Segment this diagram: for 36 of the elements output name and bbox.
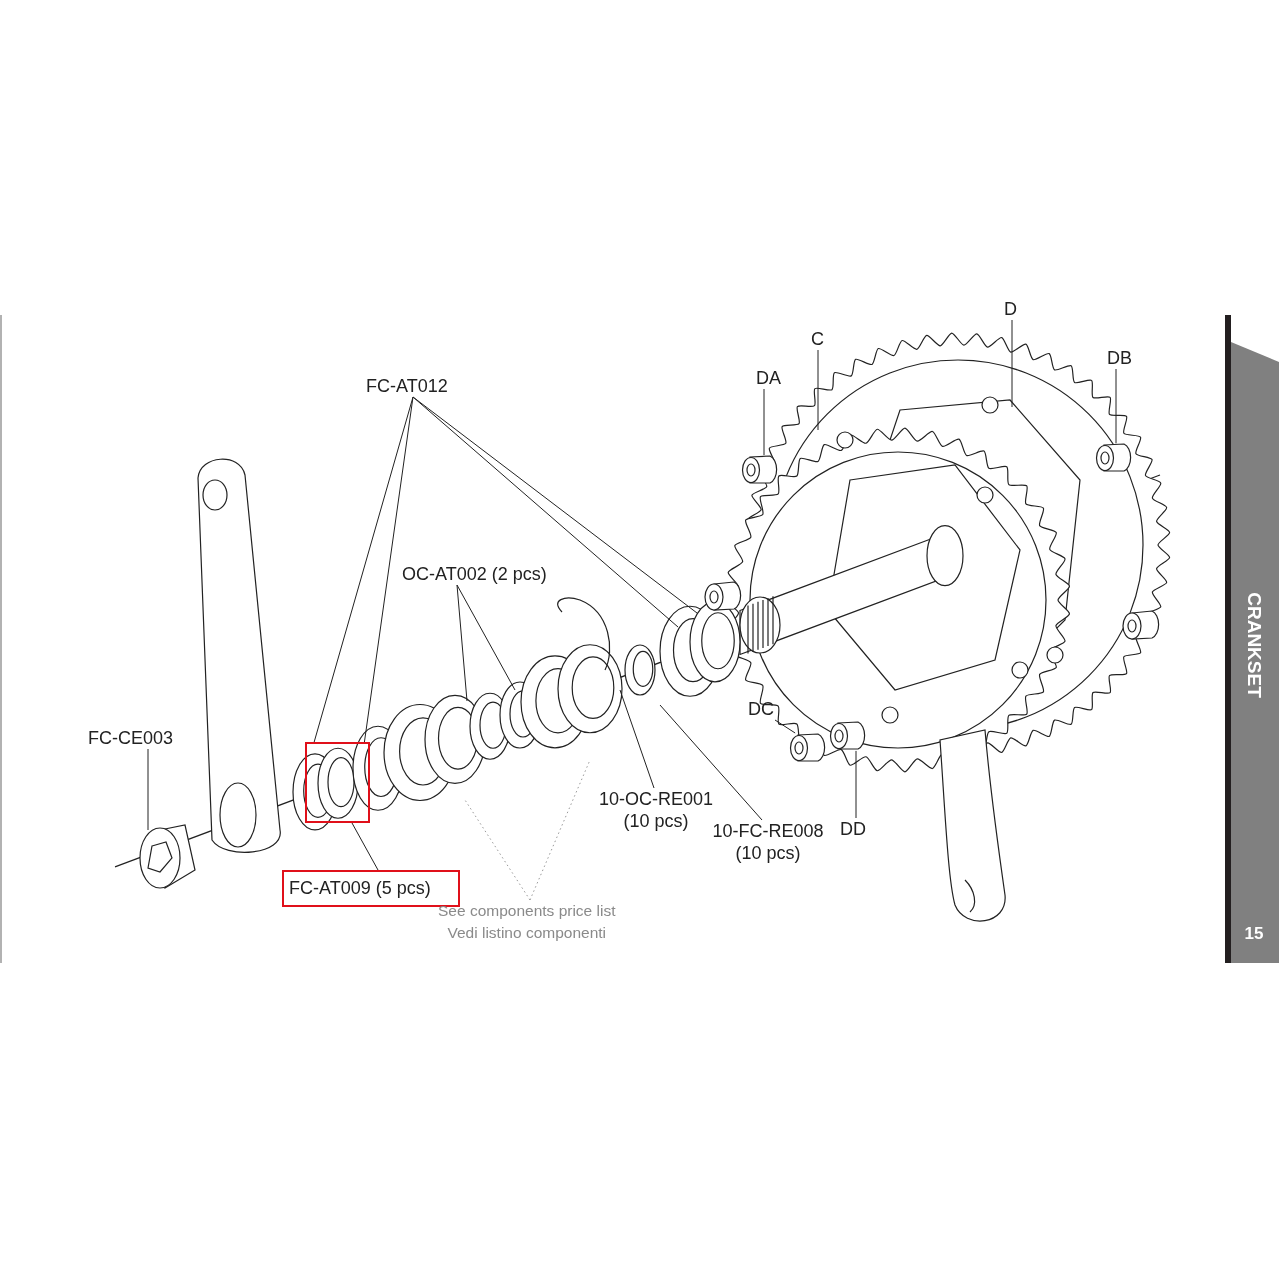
part-number-label: FC-AT009 (5 pcs): [289, 877, 432, 899]
leader-line: [1115, 368, 1117, 444]
leader-line: [529, 759, 591, 901]
leader-line: [774, 719, 796, 734]
leader-line: [659, 704, 763, 821]
leader-line: [456, 584, 468, 702]
part-letter-label: D: [1004, 298, 1017, 320]
leader-line: [147, 748, 149, 831]
bolt-drawing: [789, 733, 828, 763]
part-number-label: OC-AT002 (2 pcs): [402, 563, 547, 585]
part-number-label: FC-CE003: [88, 727, 174, 749]
leader-line: [1011, 319, 1013, 408]
part-letter-label: DD: [840, 818, 866, 840]
part-number-label: 10-OC-RE001 (10 pcs): [597, 788, 714, 832]
bolt-drawing: [741, 455, 780, 485]
page-number: 15: [1244, 924, 1264, 944]
note-text: Vedi listino componenti: [446, 923, 607, 943]
bolt-drawing: [829, 721, 868, 751]
part-letter-label: C: [811, 328, 824, 350]
highlight-box: [282, 870, 460, 907]
note-text: See components price list: [438, 901, 616, 921]
leader-line: [763, 388, 765, 456]
leader-line: [619, 689, 655, 789]
leader-line: [817, 349, 819, 431]
part-letter-label: DB: [1107, 347, 1132, 369]
leader-line: [855, 750, 857, 819]
part-letter-label: DC: [748, 698, 774, 720]
leader-line: [363, 396, 414, 744]
highlight-box: [305, 742, 370, 823]
bolt-drawing: [1095, 443, 1134, 473]
part-number-label: 10-FC-RE008 (10 pcs): [711, 820, 825, 864]
leader-line: [351, 822, 379, 871]
part-number-label: FC-AT012: [366, 375, 448, 397]
section-title: CRANKSET: [1243, 592, 1265, 698]
leader-line: [456, 584, 516, 691]
part-letter-label: DA: [756, 367, 781, 389]
